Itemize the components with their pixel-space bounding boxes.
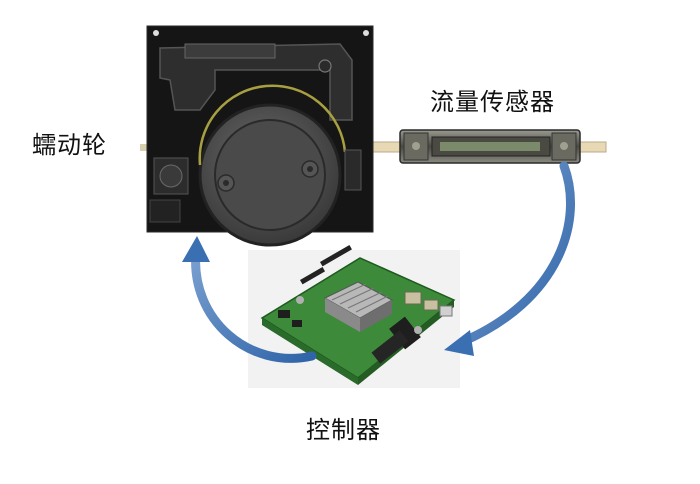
- arrow-sensor-to-controller: [457, 161, 575, 347]
- flow-sensor-image: [399, 129, 581, 164]
- pcb-heatsink: [323, 281, 394, 332]
- controller-board-image: [248, 245, 460, 388]
- arrow-head-controller: [444, 330, 474, 356]
- pcb-components: [278, 245, 453, 364]
- label-peristaltic-pump: 蠕动轮: [32, 131, 107, 159]
- flow-arrows: [182, 161, 575, 363]
- arrow-controller-to-pump: [191, 247, 317, 363]
- label-controller: 控制器: [306, 416, 381, 444]
- peristaltic-pump-image: [146, 25, 374, 247]
- label-flow-sensor: 流量传感器: [430, 88, 555, 116]
- arrow-head-pump: [182, 236, 210, 262]
